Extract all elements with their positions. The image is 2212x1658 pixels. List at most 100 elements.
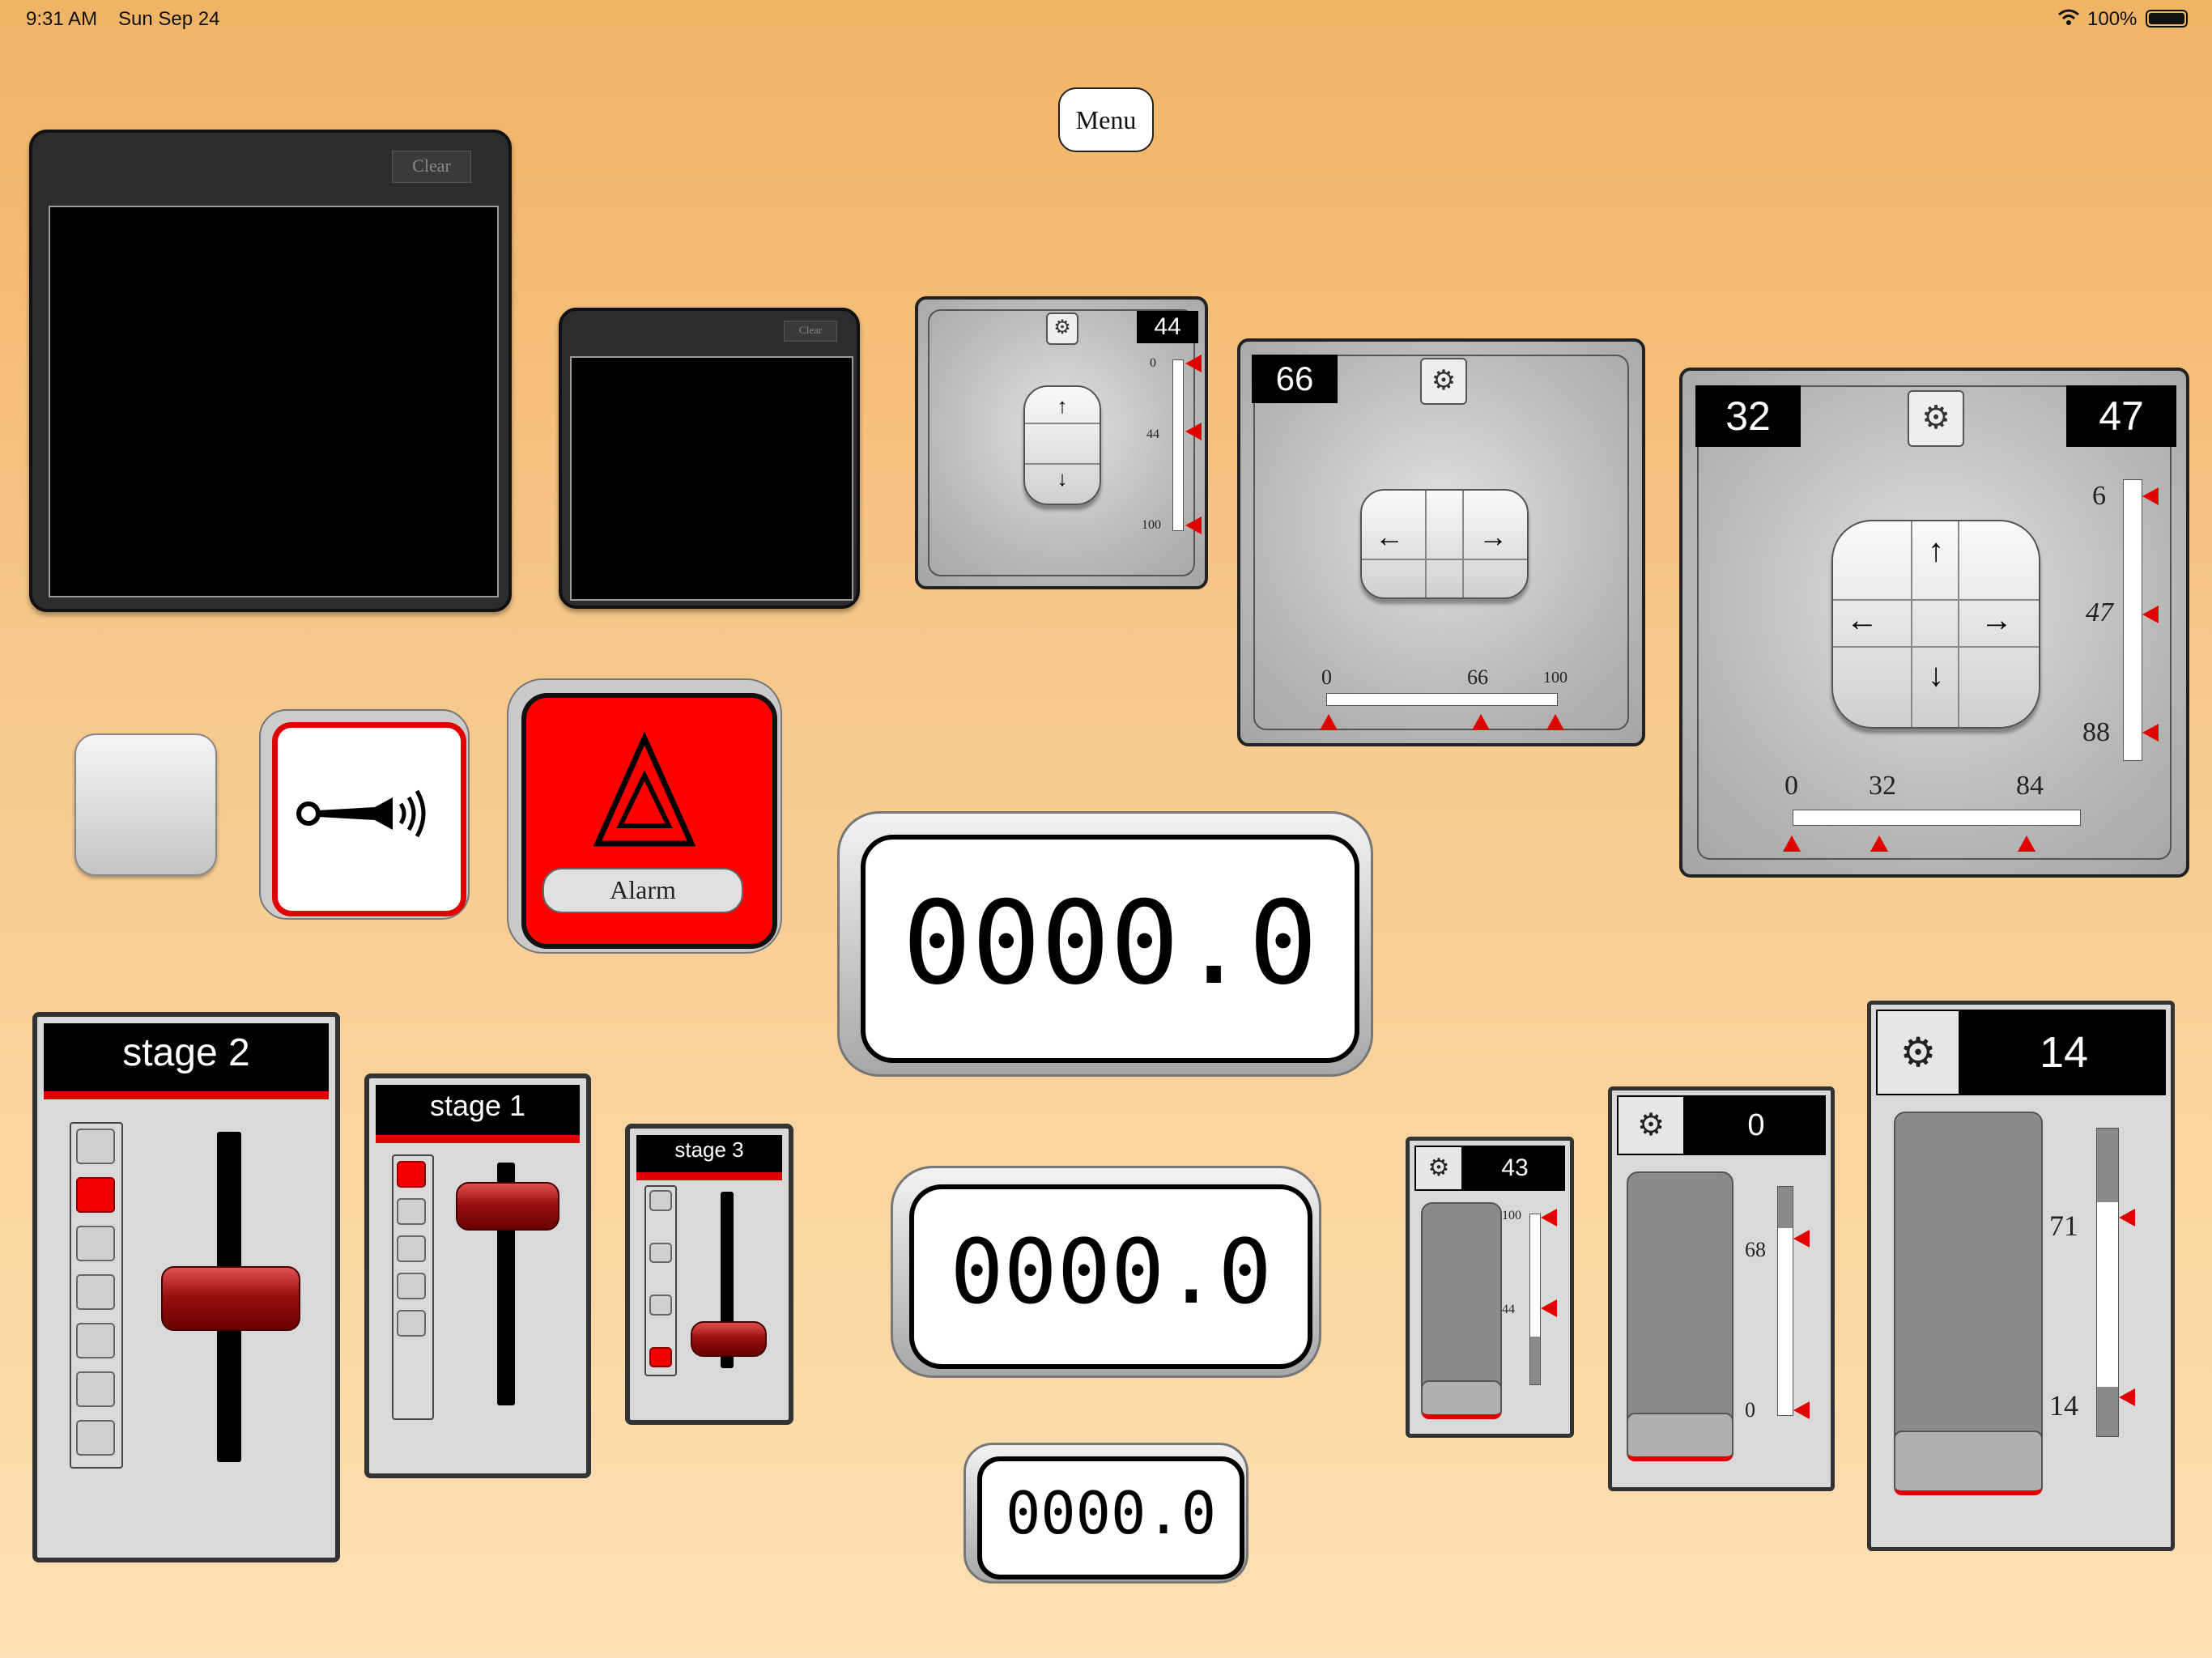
- stage-led[interactable]: [76, 1177, 115, 1213]
- left-right-pad[interactable]: ← →: [1360, 489, 1529, 599]
- fader-handle[interactable]: [161, 1266, 300, 1331]
- arrow-up-icon: ↑: [1928, 533, 1944, 568]
- stage-led[interactable]: [397, 1235, 426, 1262]
- digital-display-large: 0000.0: [837, 811, 1373, 1077]
- status-time: 9:31 AM: [26, 8, 98, 30]
- horizontal-track[interactable]: [1793, 810, 2081, 826]
- menu-button[interactable]: Menu: [1058, 87, 1154, 152]
- readout-x: 32: [1695, 385, 1801, 447]
- blank-button[interactable]: [74, 733, 217, 876]
- marker-handle[interactable]: [1793, 1230, 1810, 1248]
- gear-icon[interactable]: ⚙: [1420, 358, 1467, 405]
- range-track[interactable]: [2096, 1128, 2119, 1437]
- marker-handle[interactable]: [2119, 1209, 2135, 1226]
- horn-button[interactable]: [259, 709, 470, 920]
- digital-display-medium: 0000.0: [891, 1166, 1321, 1378]
- gear-icon[interactable]: ⚙: [1416, 1147, 1461, 1189]
- stage-led[interactable]: [76, 1274, 115, 1310]
- battery-percent: 100%: [2087, 8, 2138, 30]
- marker-handle[interactable]: [2142, 606, 2159, 623]
- readout-y: 47: [2066, 385, 2176, 447]
- arrow-down-icon: ↓: [1057, 466, 1068, 491]
- status-date: Sun Sep 24: [118, 8, 220, 30]
- marker-handle[interactable]: [1185, 355, 1202, 372]
- stage-fader-panel: stage 1: [364, 1073, 591, 1478]
- joystick-horizontal-panel: 66 ⚙ ← → 0 66 100: [1237, 338, 1645, 746]
- tick-label: 66: [1467, 665, 1488, 689]
- tick-label: 100: [1502, 1209, 1521, 1222]
- marker-handle[interactable]: [1541, 1209, 1557, 1226]
- marker-handle[interactable]: [1793, 1401, 1810, 1419]
- meter-handle[interactable]: [1627, 1413, 1733, 1461]
- tick-label: 0: [1150, 356, 1156, 370]
- marker-handle[interactable]: [2142, 724, 2159, 742]
- stage-led[interactable]: [649, 1242, 672, 1264]
- tick-label: 44: [1146, 427, 1159, 441]
- tick-label: 68: [1745, 1238, 1766, 1261]
- stage-led[interactable]: [76, 1226, 115, 1261]
- gear-icon[interactable]: ⚙: [1878, 1011, 1959, 1094]
- range-track[interactable]: [1777, 1186, 1793, 1416]
- meter-bar[interactable]: [1894, 1112, 2043, 1484]
- tick-label: 100: [1142, 518, 1161, 532]
- meter-bar[interactable]: [1421, 1202, 1502, 1408]
- led-column: [392, 1154, 434, 1420]
- marker-handle[interactable]: [1870, 835, 1888, 852]
- gear-icon[interactable]: ⚙: [1046, 312, 1078, 345]
- tick-label: 32: [1869, 771, 1896, 801]
- tick-label: 47: [2086, 597, 2113, 627]
- stage-led[interactable]: [397, 1273, 426, 1299]
- clear-button[interactable]: Clear: [784, 321, 837, 342]
- stage-led[interactable]: [649, 1295, 672, 1316]
- vertical-track[interactable]: [1172, 359, 1184, 531]
- four-way-pad[interactable]: ↑ ↓ ← →: [1831, 520, 2040, 729]
- marker-handle[interactable]: [1783, 835, 1801, 852]
- stage-led[interactable]: [76, 1420, 115, 1456]
- led-column: [70, 1122, 123, 1469]
- drawing-canvas[interactable]: [570, 356, 853, 601]
- marker-handle[interactable]: [1472, 714, 1490, 730]
- alarm-label: Alarm: [542, 868, 743, 913]
- tick-label: 6: [2092, 481, 2106, 511]
- marker-handle[interactable]: [1185, 423, 1202, 440]
- stage-led[interactable]: [397, 1161, 426, 1188]
- fader-handle[interactable]: [691, 1321, 767, 1358]
- meter-bar[interactable]: [1627, 1171, 1733, 1450]
- tick-label: 0: [1784, 771, 1798, 801]
- horizontal-track[interactable]: [1326, 693, 1558, 706]
- stage-led[interactable]: [76, 1129, 115, 1164]
- tick-label: 44: [1502, 1303, 1515, 1316]
- marker-handle[interactable]: [1185, 517, 1202, 534]
- meter-handle[interactable]: [1894, 1431, 2043, 1495]
- stage-led[interactable]: [76, 1371, 115, 1407]
- clear-button[interactable]: Clear: [392, 151, 471, 183]
- marker-handle[interactable]: [1320, 714, 1338, 730]
- gear-icon[interactable]: ⚙: [1619, 1097, 1683, 1154]
- drawing-canvas[interactable]: [49, 206, 499, 597]
- marker-handle[interactable]: [2018, 835, 2035, 852]
- marker-handle[interactable]: [2119, 1388, 2135, 1406]
- stage-title: stage 1: [376, 1085, 580, 1143]
- marker-handle[interactable]: [2142, 487, 2159, 505]
- range-track[interactable]: [1529, 1214, 1541, 1385]
- stage-title: stage 2: [44, 1023, 329, 1099]
- digital-display-small: 0000.0: [963, 1443, 1249, 1584]
- marker-handle[interactable]: [1541, 1299, 1557, 1317]
- fader-handle[interactable]: [456, 1182, 559, 1231]
- stage-led[interactable]: [649, 1346, 672, 1368]
- stage-fader-panel: stage 2: [32, 1012, 340, 1562]
- stage-led[interactable]: [397, 1310, 426, 1337]
- arrow-left-icon: ←: [1846, 602, 1878, 638]
- marker-handle[interactable]: [1546, 714, 1564, 730]
- stage-led[interactable]: [649, 1190, 672, 1211]
- meter-value: 14: [2039, 1028, 2089, 1077]
- gear-icon[interactable]: ⚙: [1908, 390, 1964, 447]
- meter-handle[interactable]: [1421, 1380, 1502, 1419]
- alarm-button[interactable]: Alarm: [507, 678, 782, 954]
- joystick-xy-panel: 32 ⚙ 47 ↑ ↓ ← → 6 47 88 0 32 84: [1679, 368, 2189, 878]
- vertical-track[interactable]: [2123, 479, 2142, 761]
- stage-led[interactable]: [397, 1198, 426, 1225]
- stage-led[interactable]: [76, 1323, 115, 1358]
- up-down-pad[interactable]: ↑ ↓: [1023, 385, 1101, 505]
